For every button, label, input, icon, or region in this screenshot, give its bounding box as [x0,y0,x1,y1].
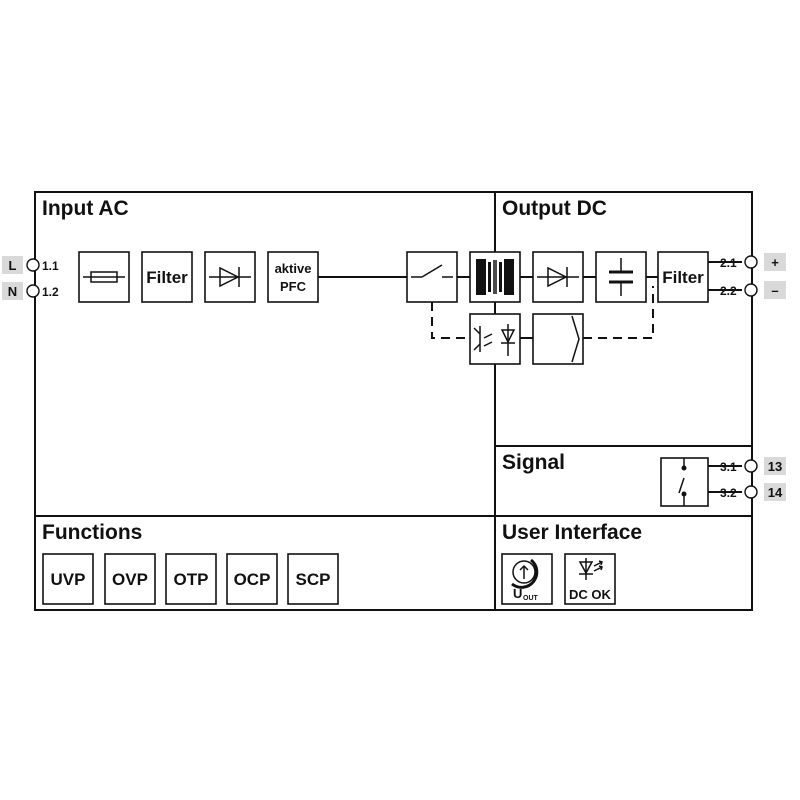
capacitor-icon [609,258,633,296]
output-terminal-minus: 2.2 – [720,281,786,299]
potentiometer-block: U OUT [501,553,553,605]
led-block: DC OK [564,553,616,605]
diode-icon [209,266,251,288]
controller-block [532,313,584,365]
signal-terminal-13: 3.1 13 [720,457,786,475]
function-uvp: UVP [42,553,94,605]
pfc-label-line2: PFC [280,279,307,294]
potentiometer-label: U [513,586,522,601]
output-diode-block [532,251,584,303]
terminal-pin: 1.2 [42,285,59,299]
switch-icon [411,264,453,278]
output-terminal-plus: 2.1 + [720,253,786,271]
terminal-pin: 2.1 [720,256,737,270]
pfc-block: aktive PFC [267,251,319,303]
output-filter-label: Filter [662,268,704,287]
function-label: UVP [51,570,86,589]
input-terminal-n: N 1.2 [2,282,59,300]
potentiometer-icon [511,558,539,589]
terminal-pin: 1.1 [42,259,59,273]
terminal-badge: 14 [768,485,783,500]
terminal-pin: 3.1 [720,460,737,474]
controller-icon [571,315,580,363]
terminal-badge: L [9,258,17,273]
function-label: SCP [296,570,331,589]
pfc-label-line1: aktive [275,261,312,276]
input-filter-block: Filter [141,251,193,303]
capacitor-block [595,251,647,303]
section-functions-title: Functions [42,521,142,544]
function-label: OCP [234,570,271,589]
fuse-icon [83,271,125,283]
optocoupler-icon [473,324,516,356]
section-input-title: Input AC [42,197,129,220]
output-diode-icon [537,266,579,288]
feedback-dashed-right [583,286,654,339]
function-label: OTP [174,570,209,589]
terminal-badge: N [8,284,17,299]
terminal-badge: 13 [768,459,782,474]
relay-contact-block [660,457,709,507]
input-filter-label: Filter [146,268,188,287]
function-label: OVP [112,570,148,589]
section-output-title: Output DC [502,197,607,220]
switch-block [406,251,458,303]
fuse-block [78,251,130,303]
diagram-frame [34,191,753,611]
output-filter-block: Filter [657,251,709,303]
input-terminal-l: L 1.1 [2,256,59,274]
section-signal-title: Signal [502,451,565,474]
rectifier-block [204,251,256,303]
terminal-pin: 3.2 [720,486,737,500]
terminal-badge: – [771,283,778,298]
function-ocp: OCP [226,553,278,605]
led-label: DC OK [569,587,612,602]
function-otp: OTP [165,553,217,605]
feedback-dashed-left [431,302,470,339]
potentiometer-sublabel: OUT [523,595,539,602]
optocoupler-block [469,313,521,365]
transformer-block [469,251,521,303]
terminal-badge: + [771,255,779,270]
function-ovp: OVP [104,553,156,605]
function-scp: SCP [287,553,339,605]
terminal-pin: 2.2 [720,284,737,298]
relay-contact-icon [678,458,687,506]
transformer-icon [476,259,514,295]
led-icon [578,558,603,580]
section-ui-title: User Interface [502,521,642,544]
signal-terminal-14: 3.2 14 [720,483,786,501]
